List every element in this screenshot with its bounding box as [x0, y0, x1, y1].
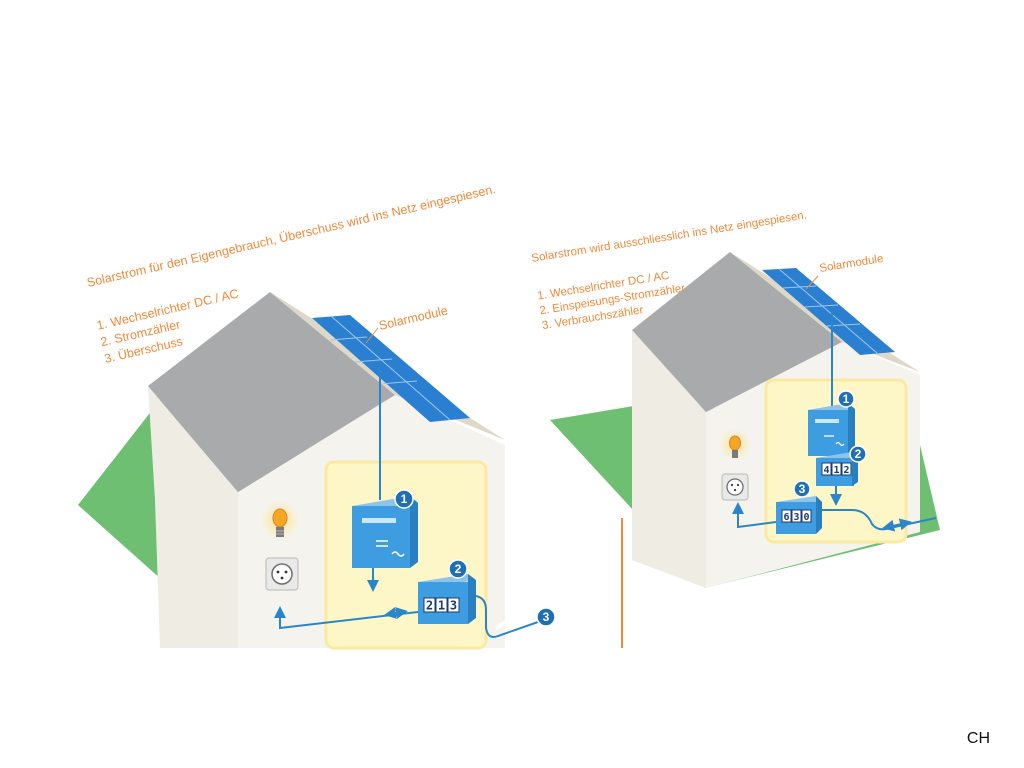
left-house-wire — [274, 606, 419, 630]
left-meter-digit-1: 2 — [426, 599, 433, 613]
left-front-wall — [148, 386, 238, 648]
right-usage-digit-3: 0 — [803, 512, 809, 523]
right-roof-main — [632, 252, 842, 412]
right-front-wall — [632, 330, 706, 588]
right-usage-digit-2: 3 — [793, 512, 799, 523]
right-light-bulb-icon — [719, 429, 751, 461]
left-grid-wire — [475, 595, 539, 638]
left-badge-3-label: 3 — [543, 610, 550, 624]
right-feed-digit-1: 4 — [823, 465, 829, 476]
left-badge-1 — [394, 489, 414, 509]
left-meter-digit-3: 3 — [450, 599, 457, 613]
right-solar-panel-icon — [762, 268, 895, 355]
left-roof-main — [148, 292, 395, 492]
inverter-icon — [352, 496, 418, 568]
right-house-wire — [732, 502, 777, 529]
left-badge-3 — [536, 607, 556, 627]
power-outlet-icon — [265, 557, 299, 591]
left-caption: Solarstrom für den Eigengebrauch, Übersc… — [86, 182, 497, 290]
right-power-outlet-icon — [721, 473, 749, 501]
right-badge-3 — [793, 480, 811, 498]
region-code: CH — [966, 730, 990, 747]
left-badge-2-label: 2 — [455, 562, 462, 576]
left-badge-1-label: 1 — [401, 492, 408, 506]
right-solar-label: Solarmodule — [819, 253, 885, 275]
solar-panel-icon — [312, 315, 470, 422]
right-feed-digit-3: 2 — [843, 465, 849, 476]
right-inverter-icon — [808, 403, 855, 456]
right-feed-digit-2: 1 — [833, 465, 839, 476]
left-house-illustration: 1 2 1 3 2 3 — [78, 292, 556, 650]
light-bulb-icon — [260, 500, 300, 540]
right-usage-meter-icon: 6 3 0 — [776, 496, 822, 534]
right-badge-2-label: 2 — [855, 447, 862, 461]
right-badge-2 — [849, 445, 867, 463]
right-caption: Solarstrom wird ausschliesslich ins Netz… — [531, 210, 808, 265]
right-feed-meter-icon: 4 1 2 — [816, 452, 858, 486]
right-house-illustration: 1 4 1 2 2 6 3 0 3 — [550, 252, 940, 588]
right-badge-1-label: 1 — [843, 392, 850, 406]
left-solar-label: Solarmodule — [378, 303, 450, 332]
right-badge-1 — [837, 390, 855, 408]
right-badge-3-label: 3 — [799, 482, 806, 496]
left-meter-digit-2: 1 — [438, 599, 445, 613]
left-badge-2 — [448, 559, 468, 579]
right-usage-digit-1: 6 — [783, 512, 789, 523]
